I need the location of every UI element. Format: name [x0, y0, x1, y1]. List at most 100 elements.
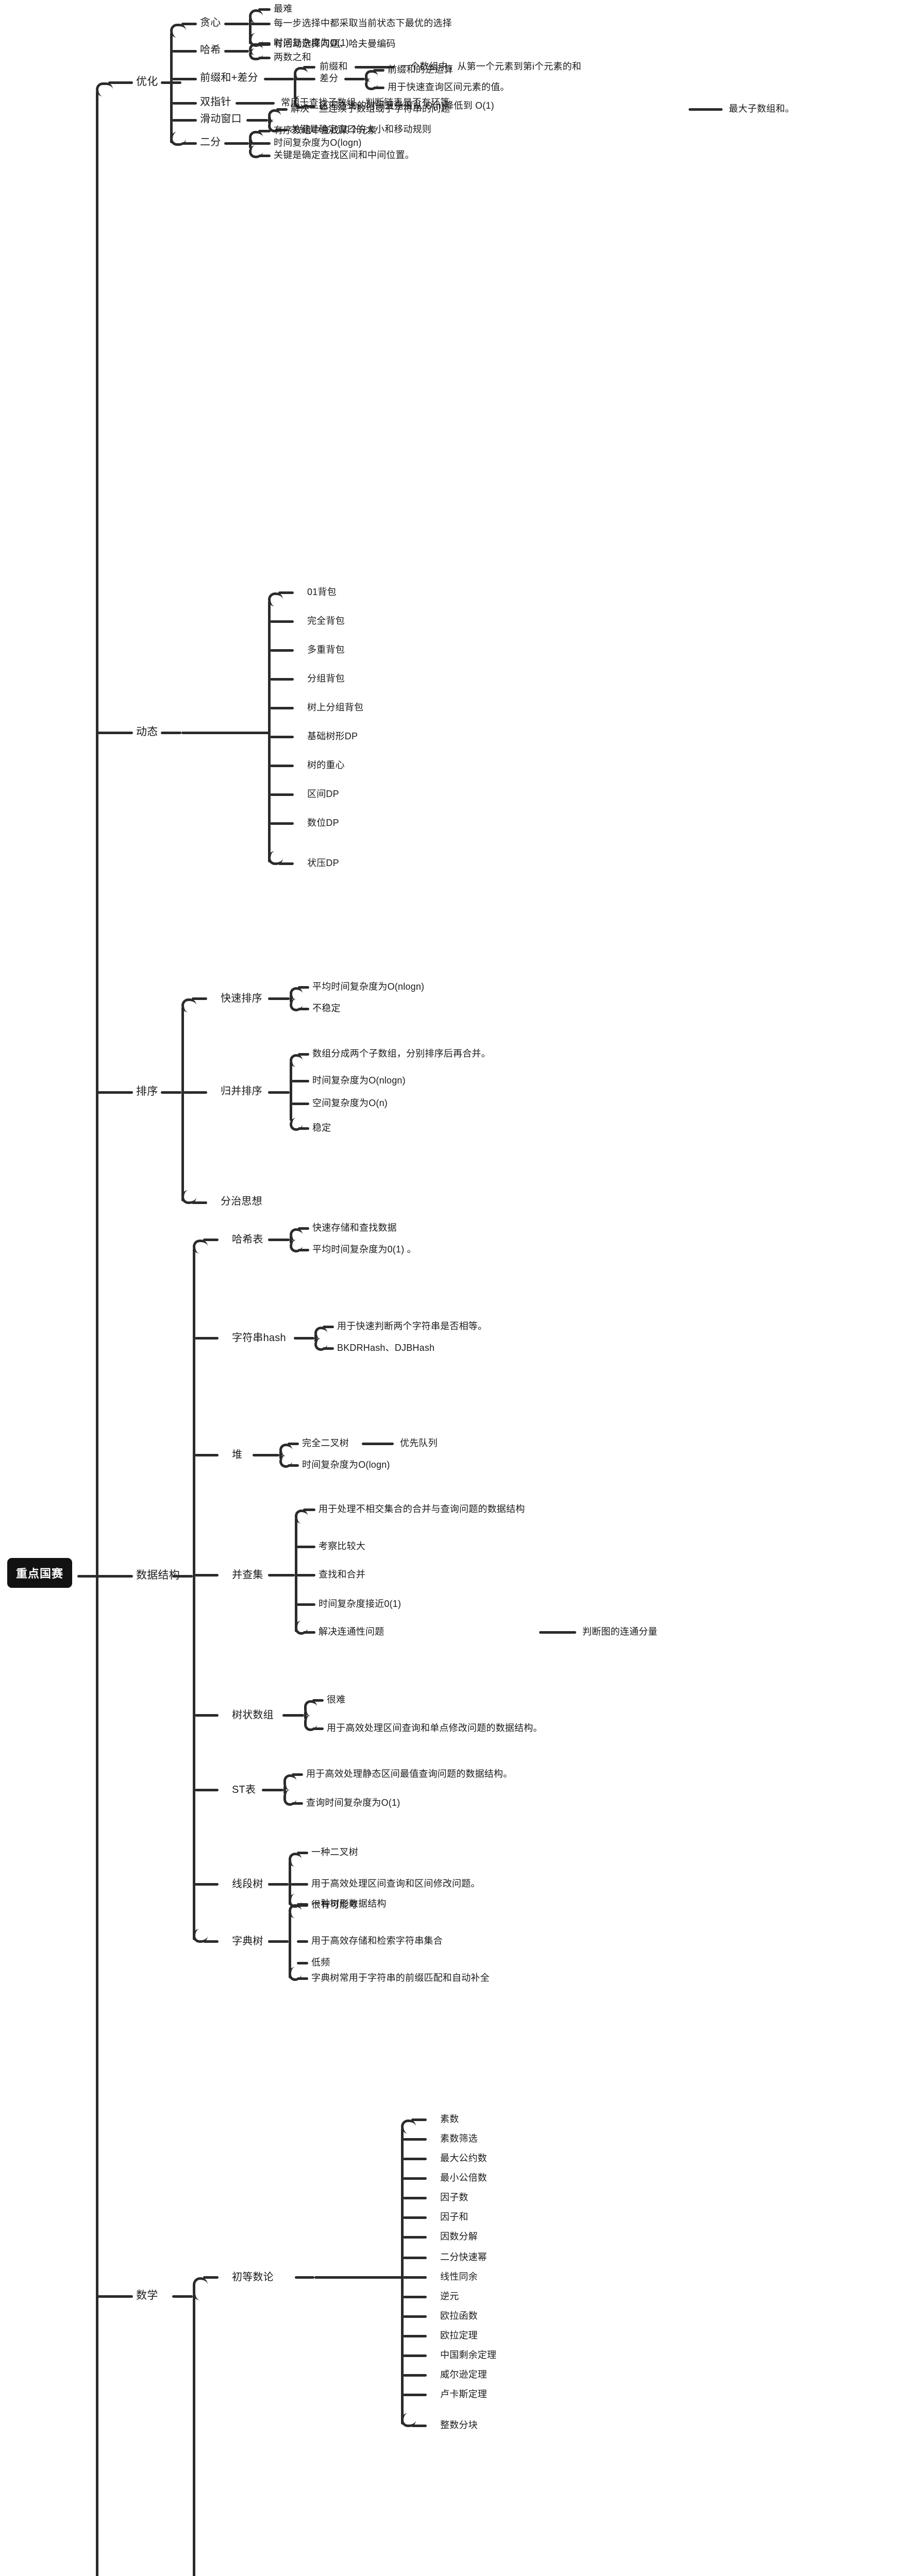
node-st-table[interactable]: ST表	[232, 1784, 256, 1795]
leaf-string-hash-0[interactable]: 用于快速判断两个字符串是否相等。	[337, 1321, 488, 1331]
node-greedy[interactable]: 贪心	[200, 17, 221, 28]
leaf-dp-6[interactable]: 树的重心	[307, 760, 345, 770]
leaf-dp-2[interactable]: 多重背包	[307, 645, 345, 655]
leaf-nt-10[interactable]: 欧拉函数	[440, 2311, 478, 2321]
leaf-nt-12[interactable]: 中国剩余定理	[440, 2350, 497, 2360]
leaf-difference-0[interactable]: 前缀和的逆运算	[388, 64, 454, 75]
leaf-st-0[interactable]: 用于高效处理静态区间最值查询问题的数据结构。	[306, 1769, 513, 1779]
leaf-nt-14[interactable]: 卢卡斯定理	[440, 2389, 487, 2399]
leaf-merge-0[interactable]: 数组分成两个子数组，分别排序后再合并。	[312, 1048, 491, 1059]
branch-label-dp[interactable]: 动态	[136, 726, 158, 738]
node-hash[interactable]: 哈希	[200, 44, 221, 56]
leaf-difference-1[interactable]: 用于快速查询区间元素的值。	[388, 82, 510, 92]
node-quick-sort[interactable]: 快速排序	[221, 993, 262, 1004]
node-trie[interactable]: 字典树	[232, 1936, 263, 1947]
node-sliding-window[interactable]: 滑动窗口	[200, 113, 242, 125]
leaf-nt-11[interactable]: 欧拉定理	[440, 2330, 478, 2341]
leaf-nt-1[interactable]: 素数筛选	[440, 2133, 478, 2144]
leaf-merge-3[interactable]: 稳定	[312, 1123, 331, 1133]
leaf-binary-1[interactable]: 时间复杂度为O(logn)	[274, 138, 362, 148]
leaf-nt-15[interactable]: 整数分块	[440, 2420, 478, 2430]
leaf-sliding-0[interactable]: 解决一些连续子数组或子字符串的问题	[291, 104, 450, 114]
node-prefix[interactable]: 前缀和+差分	[200, 72, 258, 83]
leaf-hash-0[interactable]: 时间复杂度为O(1)	[274, 38, 349, 48]
leaf-greedy-2[interactable]: 有活动选择问题、哈夫曼编码	[274, 39, 396, 49]
leaf-bit-0[interactable]: 很难	[327, 1694, 346, 1705]
optimization-corner-bottom	[170, 132, 186, 146]
leaf-nt-13[interactable]: 威尔逊定理	[440, 2369, 487, 2380]
node-merge-sort[interactable]: 归并排序	[221, 1086, 262, 1097]
leaf-nt-2[interactable]: 最大公约数	[440, 2153, 487, 2163]
leaf-bit-1[interactable]: 用于高效处理区间查询和单点修改问题的数据结构。	[327, 1723, 543, 1733]
leaf-dp-1[interactable]: 完全背包	[307, 616, 345, 626]
leaf-uf-3[interactable]: 时间复杂度接近0(1)	[319, 1599, 401, 1609]
node-binary-search[interactable]: 二分	[200, 137, 221, 148]
leaf-dp-4[interactable]: 树上分组背包	[307, 702, 364, 713]
leaf-nt-5[interactable]: 因子和	[440, 2212, 468, 2222]
leaf-nt-9[interactable]: 逆元	[440, 2291, 459, 2301]
leaf-prefix-sum-detail[interactable]: 一个数组中，从第一个元素到第i个元素的和	[401, 61, 581, 72]
leaf-sliding-0-detail[interactable]: 最大子数组和。	[729, 104, 795, 114]
leaf-quick-1[interactable]: 不稳定	[312, 1003, 341, 1013]
leaf-dp-9[interactable]: 状压DP	[307, 858, 339, 868]
node-difference[interactable]: 差分	[320, 73, 339, 83]
branch-label-math[interactable]: 数学	[136, 2290, 158, 2301]
leaf-hash-table-1[interactable]: 平均时间复杂度为0(1) 。	[312, 1244, 416, 1255]
leaf-sliding-1[interactable]: 关键是确定窗口的大小和移动规则	[291, 124, 431, 134]
leaf-uf-0[interactable]: 用于处理不相交集合的合并与查询问题的数据结构	[319, 1504, 525, 1514]
node-segment-tree[interactable]: 线段树	[232, 1878, 263, 1890]
node-string-hash[interactable]: 字符串hash	[232, 1332, 286, 1344]
leaf-nt-8[interactable]: 线性同余	[440, 2272, 478, 2282]
leaf-quick-0[interactable]: 平均时间复杂度为O(nlogn)	[312, 981, 425, 992]
leaf-binary-0[interactable]: 有序数组中查找某个元素	[274, 125, 377, 135]
leaf-two-pointers-detail[interactable]: 常用于查找子数组、判断链表是否有环等	[281, 97, 450, 108]
root-node[interactable]: 重点国赛	[7, 1558, 73, 1588]
leaf-trie-3[interactable]: 字典树常用于字符串的前缀匹配和自动补全	[311, 1973, 490, 1983]
leaf-uf-4[interactable]: 解决连通性问题	[319, 1626, 384, 1637]
node-prefix-sum[interactable]: 前缀和	[320, 61, 348, 72]
node-number-theory[interactable]: 初等数论	[232, 2272, 274, 2283]
leaf-seg-2[interactable]: 很有可能考	[311, 1900, 358, 1910]
leaf-st-1[interactable]: 查询时间复杂度为O(1)	[306, 1798, 400, 1808]
leaf-greedy-0[interactable]: 最难	[274, 4, 293, 14]
leaf-dp-0[interactable]: 01背包	[307, 587, 337, 597]
node-heap[interactable]: 堆	[232, 1449, 243, 1461]
stub-binary-search	[181, 142, 197, 145]
node-divide[interactable]: 分治思想	[221, 1196, 262, 1207]
branch-label-sorting[interactable]: 排序	[136, 1086, 158, 1097]
leaf-nt-0[interactable]: 素数	[440, 2114, 459, 2124]
leaf-merge-2[interactable]: 空间复杂度为O(n)	[312, 1098, 388, 1108]
leaf-binary-2[interactable]: 关键是确定查找区间和中间位置。	[274, 150, 414, 160]
leaf-hash-1[interactable]: 两数之和	[274, 52, 311, 62]
leaf-trie-2[interactable]: 低频	[311, 1957, 330, 1968]
node-union-find[interactable]: 并查集	[232, 1569, 263, 1581]
leaf-trie-1[interactable]: 用于高效存储和检索字符串集合	[311, 1936, 443, 1946]
node-two-pointers[interactable]: 双指针	[200, 96, 231, 108]
leaf-prefix-complexity[interactable]: 区间查询的时间复杂度从 O(n)降低到 O(1)	[320, 100, 494, 111]
leaf-seg-0[interactable]: 一种二叉树	[311, 1847, 358, 1857]
leaf-trie-0[interactable]: 一种树形数据结构	[311, 1899, 387, 1909]
leaf-hash-table-0[interactable]: 快速存储和查找数据	[312, 1223, 397, 1233]
leaf-uf-1[interactable]: 考察比较大	[319, 1541, 365, 1551]
leaf-uf-4-detail[interactable]: 判断图的连通分量	[582, 1626, 658, 1637]
branch-label-optimization[interactable]: 优化	[136, 76, 158, 88]
leaf-heap-1[interactable]: 时间复杂度为O(logn)	[302, 1460, 390, 1470]
leaf-merge-1[interactable]: 时间复杂度为O(nlogn)	[312, 1075, 406, 1086]
leaf-nt-4[interactable]: 因子数	[440, 2192, 468, 2202]
leaf-seg-1[interactable]: 用于高效处理区间查询和区间修改问题。	[311, 1878, 480, 1889]
leaf-dp-5[interactable]: 基础树形DP	[307, 731, 358, 741]
leaf-string-hash-1[interactable]: BKDRHash、DJBHash	[337, 1343, 435, 1353]
leaf-dp-7[interactable]: 区间DP	[307, 789, 339, 799]
branch-label-data-structures[interactable]: 数据结构	[136, 1569, 180, 1581]
node-hash-table[interactable]: 哈希表	[232, 1234, 263, 1245]
leaf-uf-2[interactable]: 查找和合并	[319, 1569, 365, 1580]
leaf-heap-0-detail[interactable]: 优先队列	[400, 1438, 438, 1448]
leaf-dp-3[interactable]: 分组背包	[307, 673, 345, 684]
leaf-heap-0[interactable]: 完全二叉树	[302, 1438, 349, 1448]
leaf-nt-6[interactable]: 因数分解	[440, 2231, 478, 2242]
leaf-nt-7[interactable]: 二分快速幂	[440, 2252, 487, 2262]
leaf-greedy-1[interactable]: 每一步选择中都采取当前状态下最优的选择	[274, 18, 452, 28]
leaf-dp-8[interactable]: 数位DP	[307, 818, 339, 828]
node-bit[interactable]: 树状数组	[232, 1709, 274, 1721]
leaf-nt-3[interactable]: 最小公倍数	[440, 2173, 487, 2183]
